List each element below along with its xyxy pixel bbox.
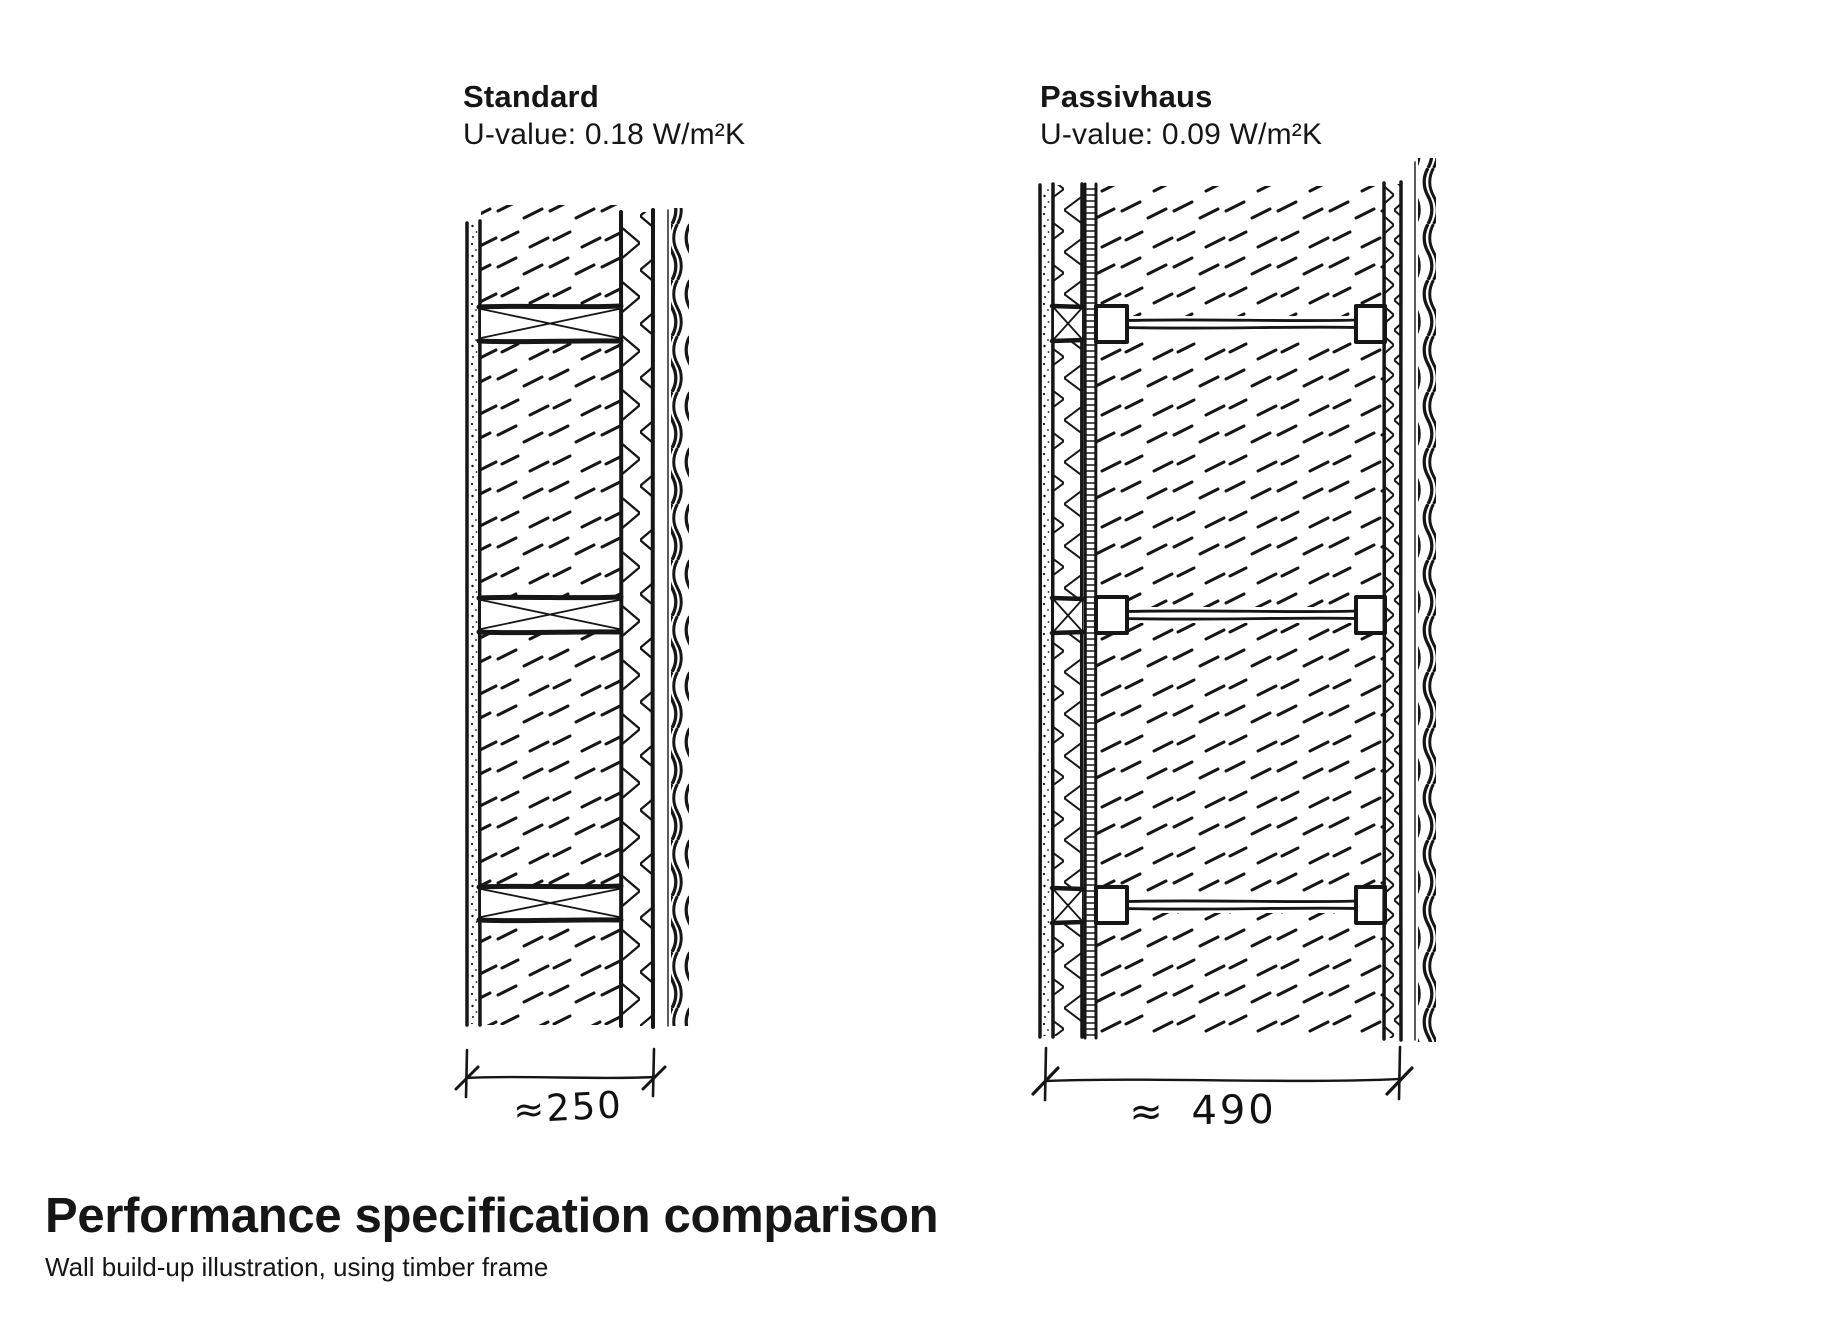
passivhaus-batten-middle [1049, 595, 1087, 636]
standard-cladding-line [667, 208, 689, 1027]
passivhaus-wall-section [1037, 158, 1436, 1042]
passivhaus-cladding-line [1414, 158, 1436, 1042]
passivhaus-batten-top [1049, 303, 1087, 344]
passivhaus-title: Passivhaus [1040, 79, 1213, 114]
standard-timber-stud-top [476, 303, 624, 345]
passivhaus-u-value: U-value: 0.09 W/m²K [1040, 118, 1323, 151]
standard-sheathing-layer [618, 208, 656, 1029]
passivhaus-sheathing-layer [1381, 180, 1404, 1042]
standard-timber-stud-bottom [476, 883, 624, 924]
passivhaus-plasterboard-layer [1037, 182, 1056, 1039]
passivhaus-i-joist-bottom [1094, 885, 1387, 925]
standard-header: Standard U-value: 0.18 W/m²K [463, 78, 745, 154]
standard-plasterboard-layer [464, 219, 483, 1027]
standard-dimension-value: ≈250 [512, 1083, 624, 1132]
standard-wall-section [464, 205, 689, 1029]
page-subtitle: Wall build-up illustration, using timber… [45, 1252, 549, 1282]
passivhaus-header: Passivhaus U-value: 0.09 W/m²K [1040, 78, 1322, 154]
standard-u-value: U-value: 0.18 W/m²K [463, 118, 746, 151]
standard-timber-stud-middle [476, 594, 624, 636]
standard-dimension-line [454, 1047, 667, 1099]
passivhaus-i-joist-middle [1094, 595, 1387, 635]
passivhaus-dimension-value: ≈ 490 [1128, 1086, 1278, 1136]
passivhaus-dimension-line [1031, 1045, 1414, 1102]
standard-title: Standard [463, 79, 599, 114]
passivhaus-batten-bottom [1049, 885, 1087, 926]
page-title: Performance specification comparison [45, 1189, 939, 1243]
